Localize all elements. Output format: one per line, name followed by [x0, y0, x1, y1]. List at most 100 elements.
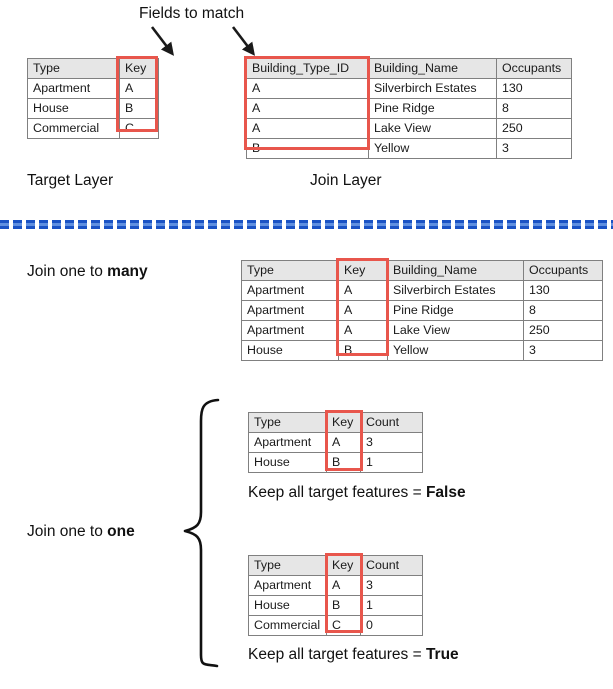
cell-type: Apartment	[241, 320, 339, 341]
table-row: House B 1	[248, 452, 423, 473]
join-layer-table: Building_Type_ID Building_Name Occupants…	[246, 58, 572, 159]
join-one-to-many-emphasis: many	[107, 263, 148, 280]
cell-key: C	[326, 615, 361, 636]
cell-key: B	[326, 595, 361, 616]
table-header-row: Type Key	[27, 58, 159, 79]
cell-occupants: 8	[496, 98, 572, 119]
cell-count: 3	[360, 432, 423, 453]
cell-type: Apartment	[241, 280, 339, 301]
keep-all-true-prefix: Keep all target features =	[248, 646, 426, 663]
cell-type: House	[241, 340, 339, 361]
table-header-row: Type Key Count	[248, 555, 423, 576]
cell-building-name: Yellow	[387, 340, 524, 361]
column-header-key: Key	[326, 555, 361, 576]
one-to-one-true-table: Type Key Count Apartment A 3 House B 1 C…	[248, 555, 423, 636]
keep-all-false-prefix: Keep all target features =	[248, 484, 426, 501]
curly-brace-one-to-one	[183, 398, 220, 668]
keep-all-true-emphasis: True	[425, 646, 459, 663]
column-header-key: Key	[119, 58, 159, 79]
table-row: Commercial C 0	[248, 615, 423, 636]
cell-key: B	[326, 452, 361, 473]
table-row: Apartment A 3	[248, 432, 423, 453]
cell-key: A	[338, 300, 388, 321]
cell-building-name: Lake View	[368, 118, 497, 139]
table-row: House B	[27, 98, 159, 119]
column-header-type: Type	[27, 58, 120, 79]
join-one-to-one-prefix: Join one to	[27, 523, 108, 540]
cell-key: A	[338, 280, 388, 301]
one-to-many-result-table: Type Key Building_Name Occupants Apartme…	[241, 260, 603, 361]
target-layer-label: Target Layer	[27, 172, 114, 189]
cell-occupants: 250	[496, 118, 572, 139]
table-row: House B 1	[248, 595, 423, 616]
join-layer-label: Join Layer	[310, 172, 382, 189]
cell-occupants: 130	[523, 280, 603, 301]
cell-building-name: Lake View	[387, 320, 524, 341]
cell-occupants: 8	[523, 300, 603, 321]
column-header-count: Count	[360, 555, 423, 576]
cell-key: A	[119, 78, 159, 99]
join-one-to-many-prefix: Join one to	[27, 263, 108, 280]
column-header-type: Type	[241, 260, 339, 281]
cell-type: Apartment	[27, 78, 120, 99]
cell-type: Commercial	[248, 615, 327, 636]
cell-count: 0	[360, 615, 423, 636]
cell-type: House	[248, 452, 327, 473]
cell-building-name: Silverbirch Estates	[368, 78, 497, 99]
cell-building-name: Silverbirch Estates	[387, 280, 524, 301]
cell-building-type-id: A	[246, 118, 369, 139]
cell-key: A	[326, 575, 361, 596]
table-header-row: Type Key Building_Name Occupants	[241, 260, 603, 281]
cell-key: A	[338, 320, 388, 341]
cell-occupants: 3	[496, 138, 572, 159]
cell-building-type-id: B	[246, 138, 369, 159]
keep-all-true-label: Keep all target features = True	[248, 646, 459, 665]
column-header-building-name: Building_Name	[387, 260, 524, 281]
arrow-to-join-key	[231, 26, 255, 56]
cell-type: Apartment	[241, 300, 339, 321]
table-header-row: Building_Type_ID Building_Name Occupants	[246, 58, 572, 79]
cell-type: Commercial	[27, 118, 120, 139]
table-row: B Yellow 3	[246, 138, 572, 159]
cell-occupants: 250	[523, 320, 603, 341]
cell-type: House	[27, 98, 120, 119]
cell-occupants: 3	[523, 340, 603, 361]
target-layer-table: Type Key Apartment A House B Commercial …	[27, 58, 159, 139]
cell-count: 1	[360, 595, 423, 616]
cell-building-type-id: A	[246, 78, 369, 99]
column-header-occupants: Occupants	[523, 260, 603, 281]
keep-all-false-emphasis: False	[425, 484, 466, 501]
cell-occupants: 130	[496, 78, 572, 99]
table-row: Apartment A Silverbirch Estates 130	[241, 280, 603, 301]
table-row: Apartment A	[27, 78, 159, 99]
column-header-key: Key	[326, 412, 361, 433]
cell-type: Apartment	[248, 432, 327, 453]
fields-to-match-label: Fields to match	[139, 5, 245, 22]
table-row: House B Yellow 3	[241, 340, 603, 361]
section-divider	[0, 220, 613, 229]
cell-type: House	[248, 595, 327, 616]
cell-building-name: Pine Ridge	[387, 300, 524, 321]
table-row: A Lake View 250	[246, 118, 572, 139]
cell-key: B	[119, 98, 159, 119]
cell-building-name: Yellow	[368, 138, 497, 159]
table-row: A Silverbirch Estates 130	[246, 78, 572, 99]
table-row: Commercial C	[27, 118, 159, 139]
column-header-occupants: Occupants	[496, 58, 572, 79]
keep-all-false-label: Keep all target features = False	[248, 484, 466, 503]
cell-count: 3	[360, 575, 423, 596]
cell-key: A	[326, 432, 361, 453]
cell-key: B	[338, 340, 388, 361]
cell-key: C	[119, 118, 159, 139]
column-header-count: Count	[360, 412, 423, 433]
table-row: Apartment A 3	[248, 575, 423, 596]
cell-count: 1	[360, 452, 423, 473]
arrow-to-target-key	[150, 26, 174, 56]
one-to-one-false-table: Type Key Count Apartment A 3 House B 1	[248, 412, 423, 473]
column-header-building-name: Building_Name	[368, 58, 497, 79]
cell-type: Apartment	[248, 575, 327, 596]
join-one-to-one-emphasis: one	[107, 523, 135, 540]
table-row: Apartment A Lake View 250	[241, 320, 603, 341]
join-one-to-many-label: Join one to many	[27, 263, 148, 282]
table-row: A Pine Ridge 8	[246, 98, 572, 119]
